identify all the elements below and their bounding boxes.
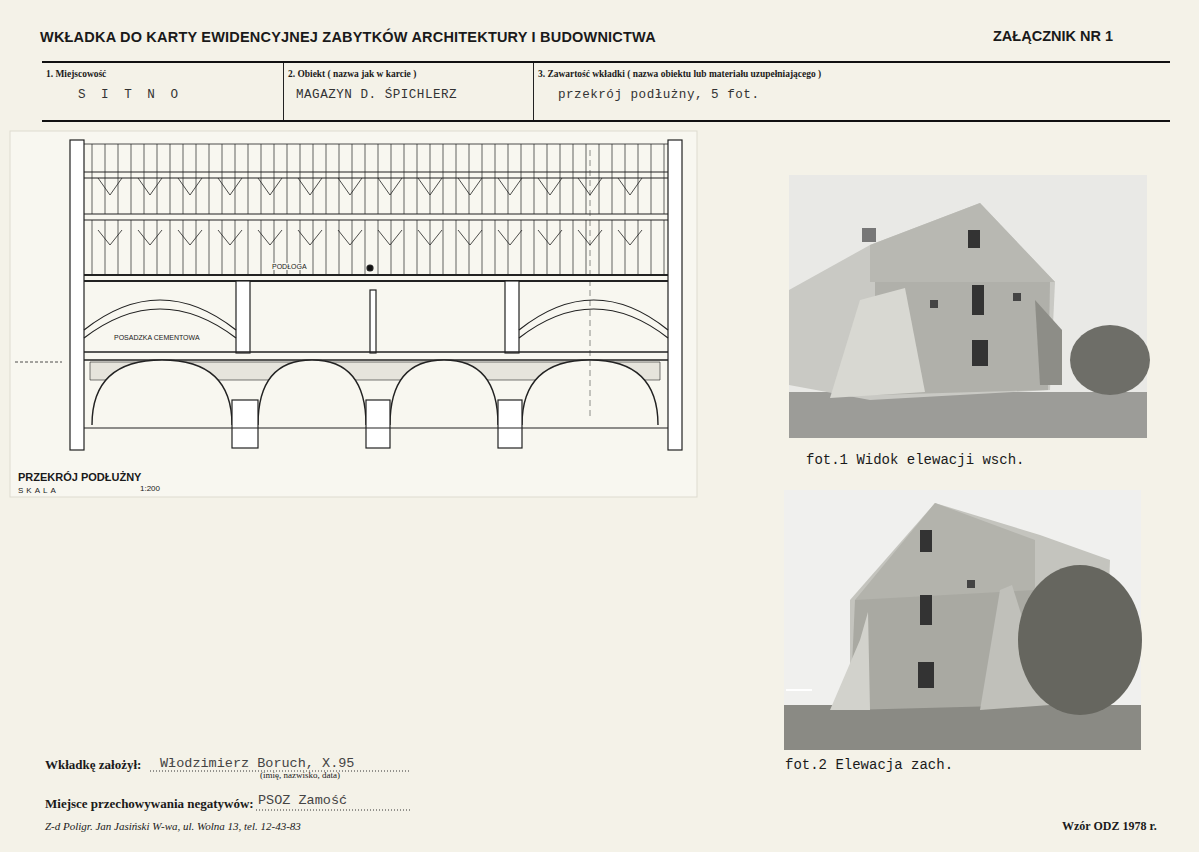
field-value: MAGAZYN D. ŚPICHLERZ — [284, 79, 533, 102]
field-label: 1. Miejscowość — [42, 63, 283, 79]
photo-caption: fot.2 Elewacja zach. — [785, 757, 953, 773]
header-cell: 1. MiejscowośćS I T N O — [42, 63, 283, 120]
photo-caption: fot.1 Widok elewacji wsch. — [806, 452, 1024, 468]
section-drawing — [15, 140, 682, 450]
field-label: 3. Zawartość wkładki ( nazwa obiektu lub… — [534, 63, 1170, 79]
form-model: Wzór ODZ 1978 r. — [1062, 819, 1157, 834]
drawing-note: PODŁOGA — [270, 263, 309, 270]
photo-west-elevation — [784, 490, 1142, 750]
form-title: WKŁADKA DO KARTY EWIDENCYJNEJ ZABYTKÓW A… — [40, 29, 656, 45]
header-cell: 2. Obiekt ( nazwa jak w karcie )MAGAZYN … — [283, 63, 533, 120]
drawing-title: PRZEKRÓJ PODŁUŻNY — [18, 471, 141, 483]
rule — [42, 120, 1170, 122]
footer-hint: (imię, nazwisko, data) — [260, 770, 340, 780]
drawing-note: POSADZKA CEMENTOWA — [112, 334, 202, 341]
drawing-sheet — [10, 131, 697, 497]
scale-label: SKALA — [18, 486, 59, 495]
printer-note: Z-d Poligr. Jan Jasiński W-wa, ul. Wolna… — [45, 820, 301, 832]
footer-value: Włodzimierz Boruch, X.95 — [160, 756, 354, 771]
field-label: 2. Obiekt ( nazwa jak w karcie ) — [284, 63, 533, 79]
dotted-line — [256, 810, 410, 811]
field-value: S I T N O — [42, 79, 283, 102]
scale-value: 1:200 — [140, 484, 160, 493]
footer-label: Miejsce przechowywania negatywów: — [45, 796, 254, 812]
header-cell: 3. Zawartość wkładki ( nazwa obiektu lub… — [533, 63, 1170, 120]
annex-number: ZAŁĄCZNIK NR 1 — [993, 28, 1113, 44]
footer-label: Wkładkę założył: — [45, 757, 141, 773]
photo-east-elevation — [789, 175, 1150, 438]
footer-value: PSOZ Zamość — [258, 793, 347, 808]
field-value: przekrój podłużny, 5 fot. — [534, 79, 1170, 102]
